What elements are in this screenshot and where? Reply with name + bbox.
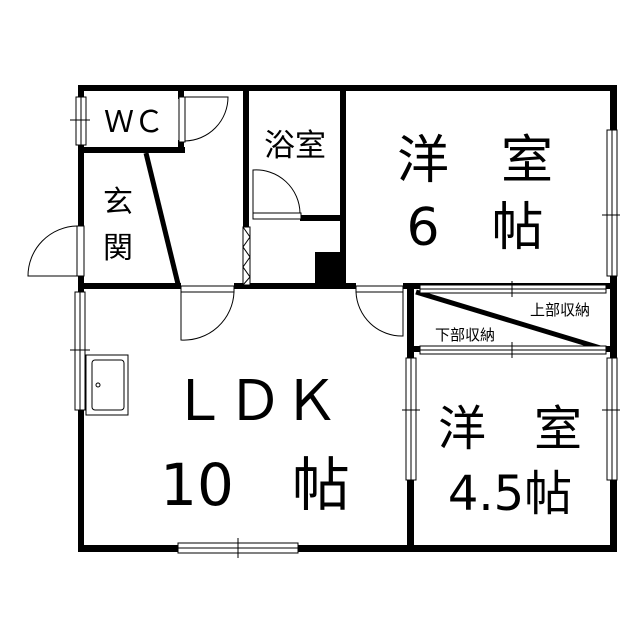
ldk-name: ＬＤＫ <box>171 369 339 434</box>
wash-wall-stub <box>243 221 249 227</box>
room6-size: 6 帖 <box>406 198 543 258</box>
wc-wall-right-lower <box>178 140 184 153</box>
bath-door[interactable] <box>252 169 302 220</box>
room45-left-window <box>402 357 420 481</box>
lower-storage-label: 下部収納 <box>435 326 495 344</box>
ldk-size: 10 帖 <box>160 451 350 519</box>
room45-name: 洋 室 <box>438 401 582 457</box>
pipe-shaft <box>315 252 346 285</box>
ldk-wall-top-mid <box>234 283 356 289</box>
ldk-bottom-window <box>177 538 299 558</box>
outer-wall-bottom <box>78 545 617 552</box>
wc-window <box>70 96 90 146</box>
outer-wall-top <box>78 85 617 91</box>
room45-size: 4.5帖 <box>448 466 572 522</box>
room6-window <box>602 129 620 277</box>
kitchen-sink <box>85 354 129 416</box>
wc-wall-right <box>178 91 184 99</box>
ldk-door[interactable] <box>180 285 235 341</box>
storage-lower-sliding-door <box>419 342 607 358</box>
bath-wall-left <box>243 91 249 221</box>
bath-wall-right <box>340 91 346 289</box>
room6-door[interactable] <box>355 285 404 337</box>
wc-door[interactable] <box>178 96 229 143</box>
ldk-wall-top-left <box>78 283 181 289</box>
genkan-label-2: 関 <box>103 231 133 266</box>
room6-name: 洋 室 <box>397 131 553 191</box>
storage-divider-line <box>415 289 608 353</box>
washroom-folding-door[interactable] <box>242 226 251 286</box>
genkan-label-1: 玄 <box>103 185 133 220</box>
outer-wall-right <box>610 85 617 552</box>
genkan-step-line <box>143 152 181 285</box>
entrance-door[interactable] <box>27 225 85 277</box>
ldk-left-window <box>70 291 90 411</box>
storage-upper-sliding-door <box>419 281 607 297</box>
wc-wall-bottom <box>78 147 185 153</box>
wc-label: ＷＣ <box>104 105 164 140</box>
upper-storage-label: 上部収納 <box>530 301 590 319</box>
room45-right-window <box>602 357 620 481</box>
bath-label: 浴室 <box>264 128 326 164</box>
bath-wall-bottom <box>300 215 346 221</box>
